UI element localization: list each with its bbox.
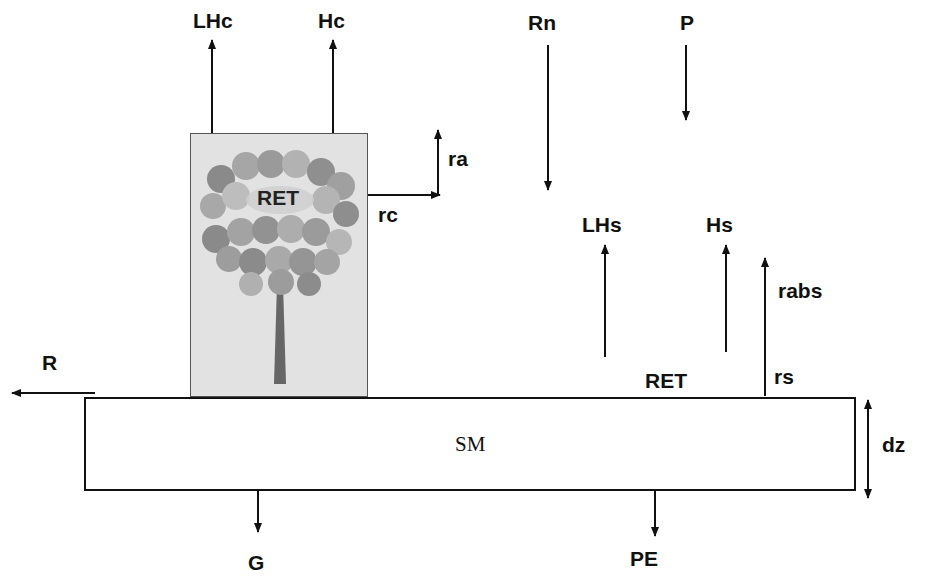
latent-heat-canopy-arrow: [211, 40, 213, 133]
ground-flux-arrow: [257, 490, 259, 532]
latent-heat-soil-arrow: [604, 245, 606, 357]
resistance-arrow: [764, 258, 766, 396]
sensible-heat-canopy-arrow: [332, 40, 334, 133]
resistance-label: ra: [448, 148, 468, 169]
flux-label: Hc: [318, 10, 345, 31]
sensible-heat-soil-arrow: [725, 245, 727, 352]
flux-label: LHs: [582, 214, 622, 235]
node-label: RET: [257, 186, 299, 210]
net-radiation-arrow: [547, 45, 549, 190]
flux-label: Rn: [528, 12, 556, 33]
process-label: RET: [645, 370, 687, 391]
flux-label: Hs: [706, 214, 733, 235]
resistance-label: rs: [774, 366, 794, 387]
tree-illustration: [191, 134, 369, 398]
aero-resistance-arrow: [437, 130, 439, 195]
canopy-box: RET: [190, 133, 368, 397]
percolation-arrow: [654, 490, 656, 536]
canopy-resistance-arrow: [367, 194, 440, 196]
precipitation-arrow: [685, 45, 687, 120]
flux-label: PE: [630, 548, 658, 569]
flux-label: P: [680, 12, 694, 33]
soil-layer-box: SM: [84, 397, 856, 491]
node-label: SM: [455, 432, 485, 457]
runoff-arrow: [12, 392, 95, 394]
flux-label: G: [248, 552, 264, 573]
flux-label: R: [42, 352, 57, 373]
depth-arrow: [867, 400, 869, 498]
resistance-label: rabs: [778, 280, 822, 301]
dimension-label: dz: [882, 434, 905, 455]
resistance-label: rc: [378, 204, 398, 225]
flux-label: LHc: [193, 10, 233, 31]
